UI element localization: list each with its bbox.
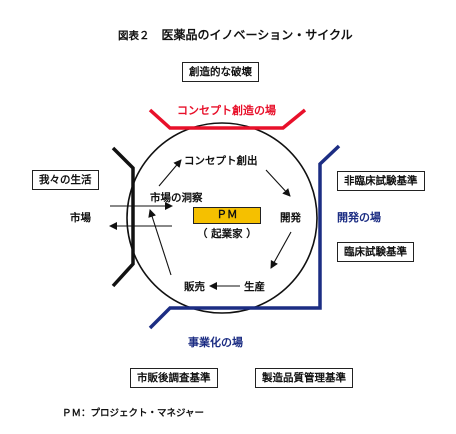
figure-number: 図表２ (118, 30, 150, 42)
nonclinical-standard-box: 非臨床試験基準 (337, 171, 425, 191)
arrow-insight-to-concept (158, 159, 182, 187)
pm-box: ＰＭ (193, 207, 261, 224)
post-marketing-standard-box: 市販後調査基準 (130, 368, 218, 388)
concept-creation-label: コンセプト創出 (184, 155, 258, 167)
production-label: 生産 (244, 281, 265, 293)
arrow-development-to-production (270, 231, 292, 269)
market-label: 市場 (70, 212, 91, 224)
creation-zone-label: コンセプト創造の場 (177, 104, 276, 117)
development-zone-label: 開発の場 (337, 211, 381, 224)
our-life-box: 我々の生活 (32, 170, 99, 190)
market-insight-label: 市場の洞察 (150, 192, 203, 204)
development-label: 開発 (280, 212, 301, 224)
figure-title: 図表２ 医薬品のイノベーション・サイクル (118, 26, 353, 43)
clinical-standard-box: 臨床試験基準 (337, 242, 414, 262)
creative-destruction-box: 創造的な破壊 (182, 62, 259, 82)
sales-label: 販売 (184, 281, 205, 293)
entrepreneur-label: （ 起業家 ） (197, 228, 257, 240)
footnote: ＰＭ：プロジェクト・マネジャー (62, 408, 205, 419)
figure-title-text: 医薬品のイノベーション・サイクル (161, 28, 353, 42)
business-zone-label: 事業化の場 (188, 336, 243, 349)
creation-bracket (148, 108, 307, 130)
arrow-sales-to-insight (148, 209, 172, 276)
manufacturing-quality-standard-box: 製造品質管理基準 (255, 368, 353, 388)
development-bracket (148, 144, 341, 330)
arrow-concept-to-development (265, 169, 291, 197)
cycle-circle (126, 122, 318, 314)
life-bracket (111, 146, 135, 288)
